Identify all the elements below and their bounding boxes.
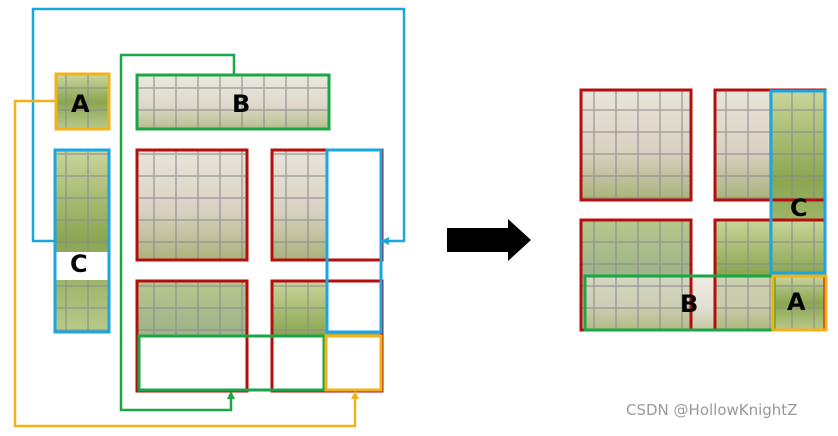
empty-a-destination (326, 336, 381, 390)
region-b-target-outline (137, 334, 326, 392)
shift-connectors (13, 7, 406, 428)
patch-a-original (57, 75, 109, 129)
window-top-left (137, 150, 247, 260)
shifted-region-c-outline (769, 89, 827, 275)
shifted-window-top-left (579, 88, 693, 202)
original-feature-map: A B C (53, 72, 384, 393)
empty-c-destination (328, 150, 381, 332)
shifted-region-a-outline (771, 274, 828, 332)
window-border-tl (135, 148, 249, 262)
region-a-target-outline (324, 334, 383, 392)
connector-c (31, 7, 406, 245)
patch-b-original (137, 75, 329, 129)
label-b-original: B (232, 90, 250, 118)
label-c-shifted: C (790, 194, 808, 222)
patch-c-original (55, 150, 109, 332)
transform-arrow-icon (447, 219, 531, 261)
label-a-original: A (71, 90, 90, 118)
label-c-original: C (70, 250, 88, 278)
connector-a (13, 99, 359, 428)
shifted-feature-map: C B A (579, 88, 828, 332)
label-b-shifted: B (680, 290, 698, 318)
label-a-shifted: A (787, 288, 806, 316)
watermark: CSDN @HollowKnightZ (626, 401, 798, 419)
empty-b-destination (139, 336, 324, 390)
connector-b (119, 53, 236, 412)
